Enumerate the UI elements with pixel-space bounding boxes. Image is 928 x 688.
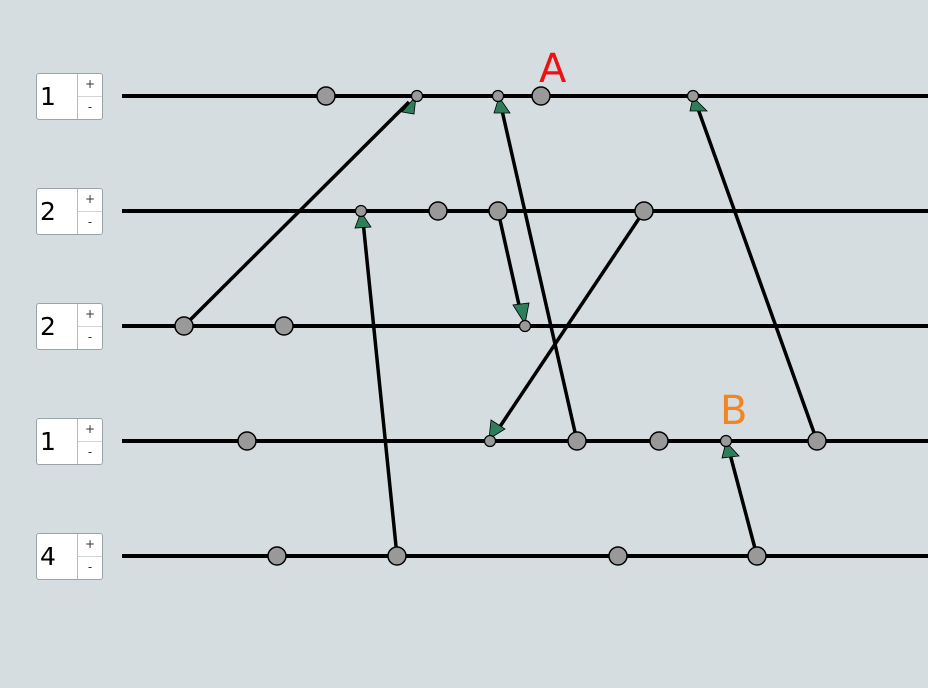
receive-event-node[interactable] <box>354 204 368 218</box>
process-1-value[interactable]: 1 <box>37 74 78 119</box>
process-2-increment-button[interactable]: + <box>78 189 102 212</box>
message-arrow[interactable] <box>496 210 523 315</box>
marker-label-a: A <box>539 46 567 92</box>
process-4-decrement-button[interactable]: - <box>87 445 93 459</box>
receive-event-node[interactable] <box>483 434 497 448</box>
process-3-increment-button[interactable]: + <box>78 304 102 327</box>
event-node[interactable] <box>174 316 194 336</box>
message-arrow[interactable] <box>495 210 646 432</box>
receive-event-node[interactable] <box>518 319 532 333</box>
arrowhead-icon <box>354 211 372 229</box>
marker-label-b: B <box>720 388 747 434</box>
spinner-process-1: 1 + - <box>36 73 103 120</box>
event-node[interactable] <box>608 546 628 566</box>
event-node[interactable] <box>488 201 508 221</box>
process-3-value[interactable]: 2 <box>37 304 78 349</box>
event-node[interactable] <box>316 86 336 106</box>
event-node[interactable] <box>649 431 669 451</box>
spinner-process-5: 4 + - <box>36 533 103 580</box>
message-arrow[interactable] <box>695 105 819 442</box>
message-arrow[interactable] <box>182 100 411 328</box>
event-node[interactable] <box>747 546 767 566</box>
event-node[interactable] <box>274 316 294 336</box>
spinner-process-3: 2 + - <box>36 303 103 350</box>
messages <box>182 94 819 557</box>
event-node[interactable] <box>267 546 287 566</box>
process-5-increment-button[interactable]: + <box>78 534 102 557</box>
receive-event-node[interactable] <box>719 434 733 448</box>
process-2-decrement-button[interactable]: - <box>87 215 93 229</box>
process-5-decrement-button[interactable]: - <box>87 560 93 574</box>
process-5-value[interactable]: 4 <box>37 534 78 579</box>
event-node[interactable] <box>531 86 551 106</box>
process-2-value[interactable]: 2 <box>37 189 78 234</box>
event-node[interactable] <box>807 431 827 451</box>
arrowhead-icon <box>512 302 530 326</box>
receive-event-node[interactable] <box>410 89 424 103</box>
event-node[interactable] <box>237 431 257 451</box>
event-node[interactable] <box>567 431 587 451</box>
receive-event-node[interactable] <box>686 89 700 103</box>
event-node[interactable] <box>387 546 407 566</box>
process-1-increment-button[interactable]: + <box>78 74 102 97</box>
process-1-decrement-button[interactable]: - <box>87 100 93 114</box>
spinner-process-4: 1 + - <box>36 418 103 465</box>
arrowhead-icon <box>488 419 506 440</box>
process-4-increment-button[interactable]: + <box>78 419 102 442</box>
message-arrow[interactable] <box>499 105 579 442</box>
arrowhead-icon <box>401 94 417 115</box>
spinner-process-2: 2 + - <box>36 188 103 235</box>
event-node[interactable] <box>634 201 654 221</box>
process-3-decrement-button[interactable]: - <box>87 330 93 344</box>
receive-event-node[interactable] <box>491 89 505 103</box>
event-node[interactable] <box>428 201 448 221</box>
process-4-value[interactable]: 1 <box>37 419 78 464</box>
message-arrow[interactable] <box>361 220 399 557</box>
message-arrow[interactable] <box>728 453 759 557</box>
